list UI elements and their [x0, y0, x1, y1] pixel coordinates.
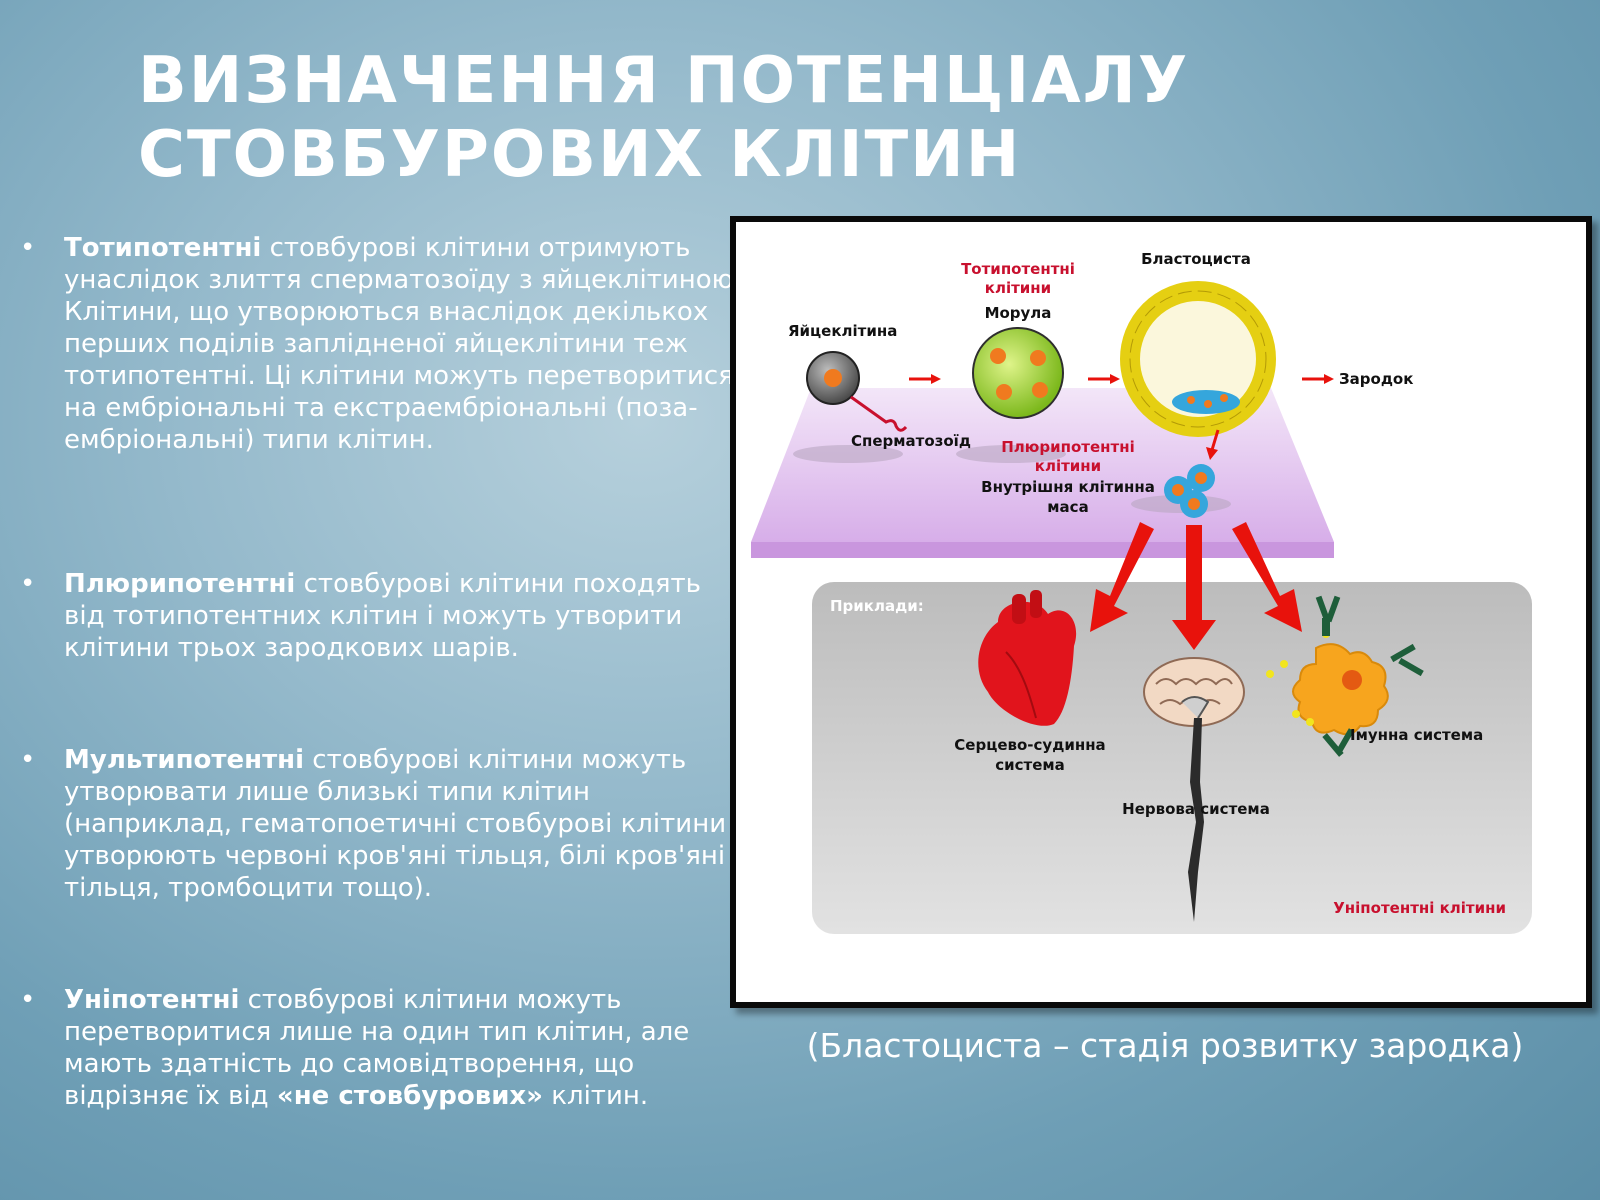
label-totipotent-line1: Тотипотентні: [961, 260, 1075, 278]
bullet-text: стовбурові клітини походять від тотипоте…: [64, 569, 701, 663]
bullet-dot: •: [20, 569, 36, 599]
label-inner-mass-line2: маса: [1047, 498, 1088, 516]
brain-icon: [1143, 657, 1245, 922]
bullet-text: стовбурові клітини можуть утворювати лиш…: [64, 745, 727, 903]
bullet-term-2: «не стовбурових»: [276, 1081, 543, 1111]
bullet-text-2: клітин.: [542, 1081, 649, 1111]
bullet-dot: •: [20, 745, 36, 775]
title-line-2: стовбурових клітин: [138, 118, 1022, 192]
label-nervous: Нервова система: [1122, 800, 1270, 818]
antibody-icon: [1315, 595, 1424, 757]
heart-icon: [978, 590, 1077, 726]
slide-title: Визначення потенціалу стовбурових клітин: [138, 44, 1238, 192]
title-line-1: Визначення потенціалу: [138, 44, 1190, 118]
label-egg: Яйцеклітина: [788, 322, 897, 340]
bullet-dot: •: [20, 985, 36, 1015]
morula-icon: [972, 327, 1064, 419]
label-sperm: Сперматозоїд: [851, 432, 971, 450]
bullet-term: Тотипотентні: [64, 233, 262, 263]
diagram-svg: Яйцеклітина Сперматозоїд Тотипотентні кл…: [751, 250, 1532, 934]
label-pluripotent-line2: клітини: [1035, 457, 1101, 475]
label-morula: Морула: [985, 304, 1052, 322]
stem-cell-diagram: Яйцеклітина Сперматозоїд Тотипотентні кл…: [730, 216, 1592, 1008]
inner-cell-mass-icon: [1164, 464, 1215, 518]
label-inner-mass-line1: Внутрішня клітинна: [981, 478, 1155, 496]
label-immune: Імунна система: [1350, 726, 1483, 744]
label-embryo: Зародок: [1339, 370, 1413, 388]
bullet-term: Мультипотентні: [64, 745, 305, 775]
figure-caption: (Бластоциста – стадія розвитку зародка): [806, 1026, 1524, 1065]
blastocyst-icon: [1120, 281, 1276, 437]
label-unipotent: Уніпотентні клітини: [1333, 899, 1506, 917]
label-cardio-line2: система: [995, 756, 1065, 774]
arrow-icon: [909, 374, 1334, 384]
egg-cell-icon: [806, 351, 908, 432]
bullet-term: Уніпотентні: [64, 985, 240, 1015]
bullet-text: стовбурові клітини отримують унаслідок з…: [64, 233, 742, 455]
bullet-text: стовбурові клітини можуть перетворитися …: [64, 985, 690, 1111]
label-blastocyst: Бластоциста: [1141, 250, 1251, 268]
arrow-icon: [1090, 522, 1302, 650]
examples-panel: [812, 582, 1532, 934]
arrow-icon: [1206, 429, 1220, 460]
label-pluripotent-line1: Плюрипотентні: [1001, 438, 1134, 456]
label-cardio-line1: Серцево-судинна: [954, 736, 1105, 754]
label-totipotent-line2: клітини: [985, 279, 1051, 297]
bullet-term: Плюрипотентні: [64, 569, 296, 599]
bullet-dot: •: [20, 233, 36, 263]
label-examples: Приклади:: [830, 597, 924, 615]
